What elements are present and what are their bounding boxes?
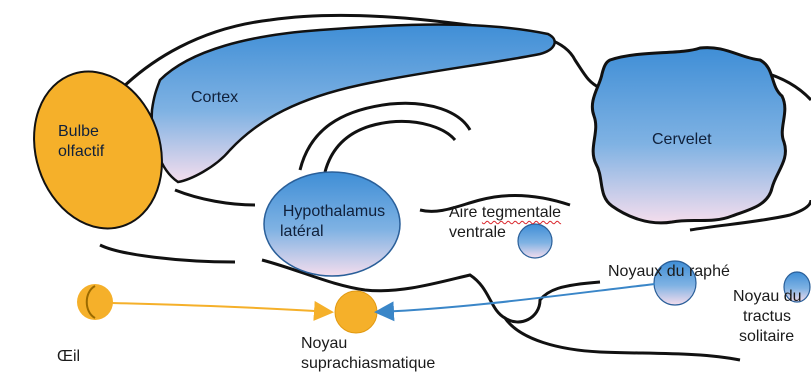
fornix-arc-outer bbox=[300, 103, 470, 170]
retina-to-scn-arrow bbox=[112, 303, 330, 312]
label-cervelet: Cervelet bbox=[652, 130, 712, 150]
label-oeil: Œil bbox=[57, 347, 80, 367]
label-suprachiasmatique: Noyau suprachiasmatique bbox=[301, 334, 435, 374]
fornix-arc-inner bbox=[325, 121, 455, 172]
scn-region bbox=[335, 291, 377, 333]
eye bbox=[77, 284, 113, 320]
ventral-outline bbox=[100, 245, 235, 262]
label-tractus: Noyau du tractus solitaire bbox=[733, 287, 802, 347]
label-aire-tegmentale: Aire tegmentale ventrale bbox=[449, 203, 561, 243]
raphe-to-scn-arrow bbox=[378, 284, 655, 312]
label-raphe: Noyaux du raphé bbox=[608, 262, 730, 282]
label-cortex: Cortex bbox=[191, 88, 238, 108]
